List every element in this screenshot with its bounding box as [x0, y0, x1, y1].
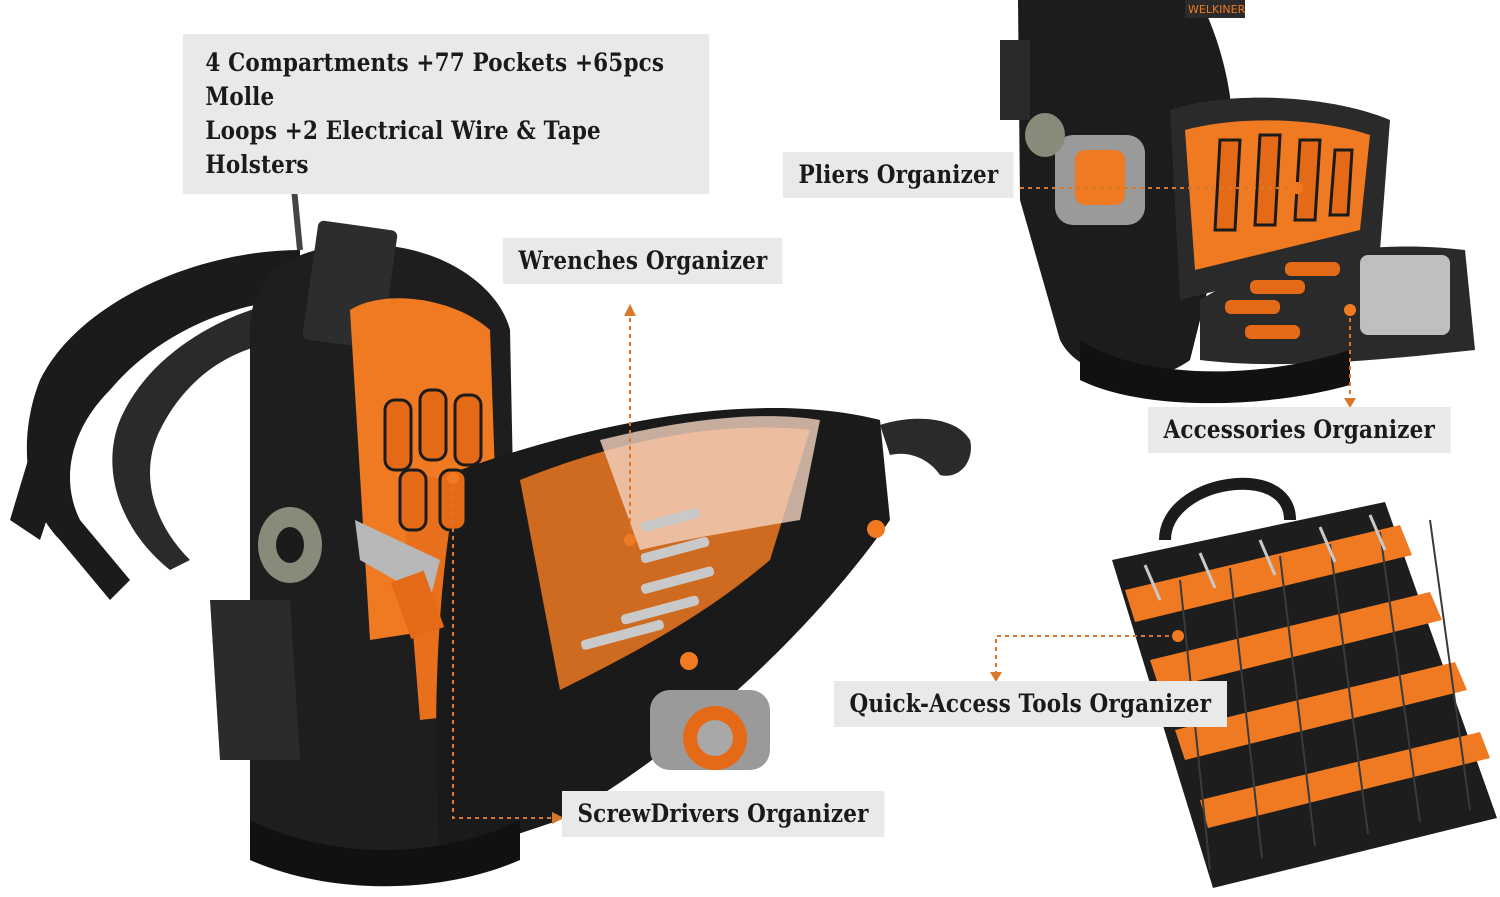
tool-roll [1112, 477, 1497, 888]
arrow-down-icon [1344, 398, 1356, 408]
arrow-up-icon [624, 304, 636, 316]
headline-line-2: Loops +2 Electrical Wire & Tape Holsters [205, 116, 601, 179]
quick-access-dot [1172, 630, 1184, 642]
pliers-organizer-label: Pliers Organizer [783, 152, 1014, 198]
screwdrivers-organizer-label: ScrewDrivers Organizer [562, 791, 885, 837]
brand-text: WELKINER [1188, 3, 1246, 16]
wrenches-organizer-label: Wrenches Organizer [503, 238, 783, 284]
arrow-right-icon [552, 812, 564, 824]
headline-banner: 4 Compartments +77 Pockets +65pcs Molle … [183, 34, 710, 194]
arrow-down-icon [990, 672, 1002, 682]
screwdrivers-leader [452, 480, 558, 819]
secondary-backpack: WELKINER [1000, 0, 1475, 404]
accessories-organizer-label: Accessories Organizer [1148, 407, 1451, 453]
main-backpack [10, 147, 971, 887]
screwdrivers-dot [447, 472, 459, 484]
pliers-dot [1291, 182, 1303, 194]
wrenches-dot [624, 534, 636, 546]
headline-line-1: 4 Compartments +77 Pockets +65pcs Molle [205, 48, 665, 111]
quick-access-organizer-label: Quick-Access Tools Organizer [834, 681, 1227, 727]
accessories-dot [1344, 304, 1356, 316]
